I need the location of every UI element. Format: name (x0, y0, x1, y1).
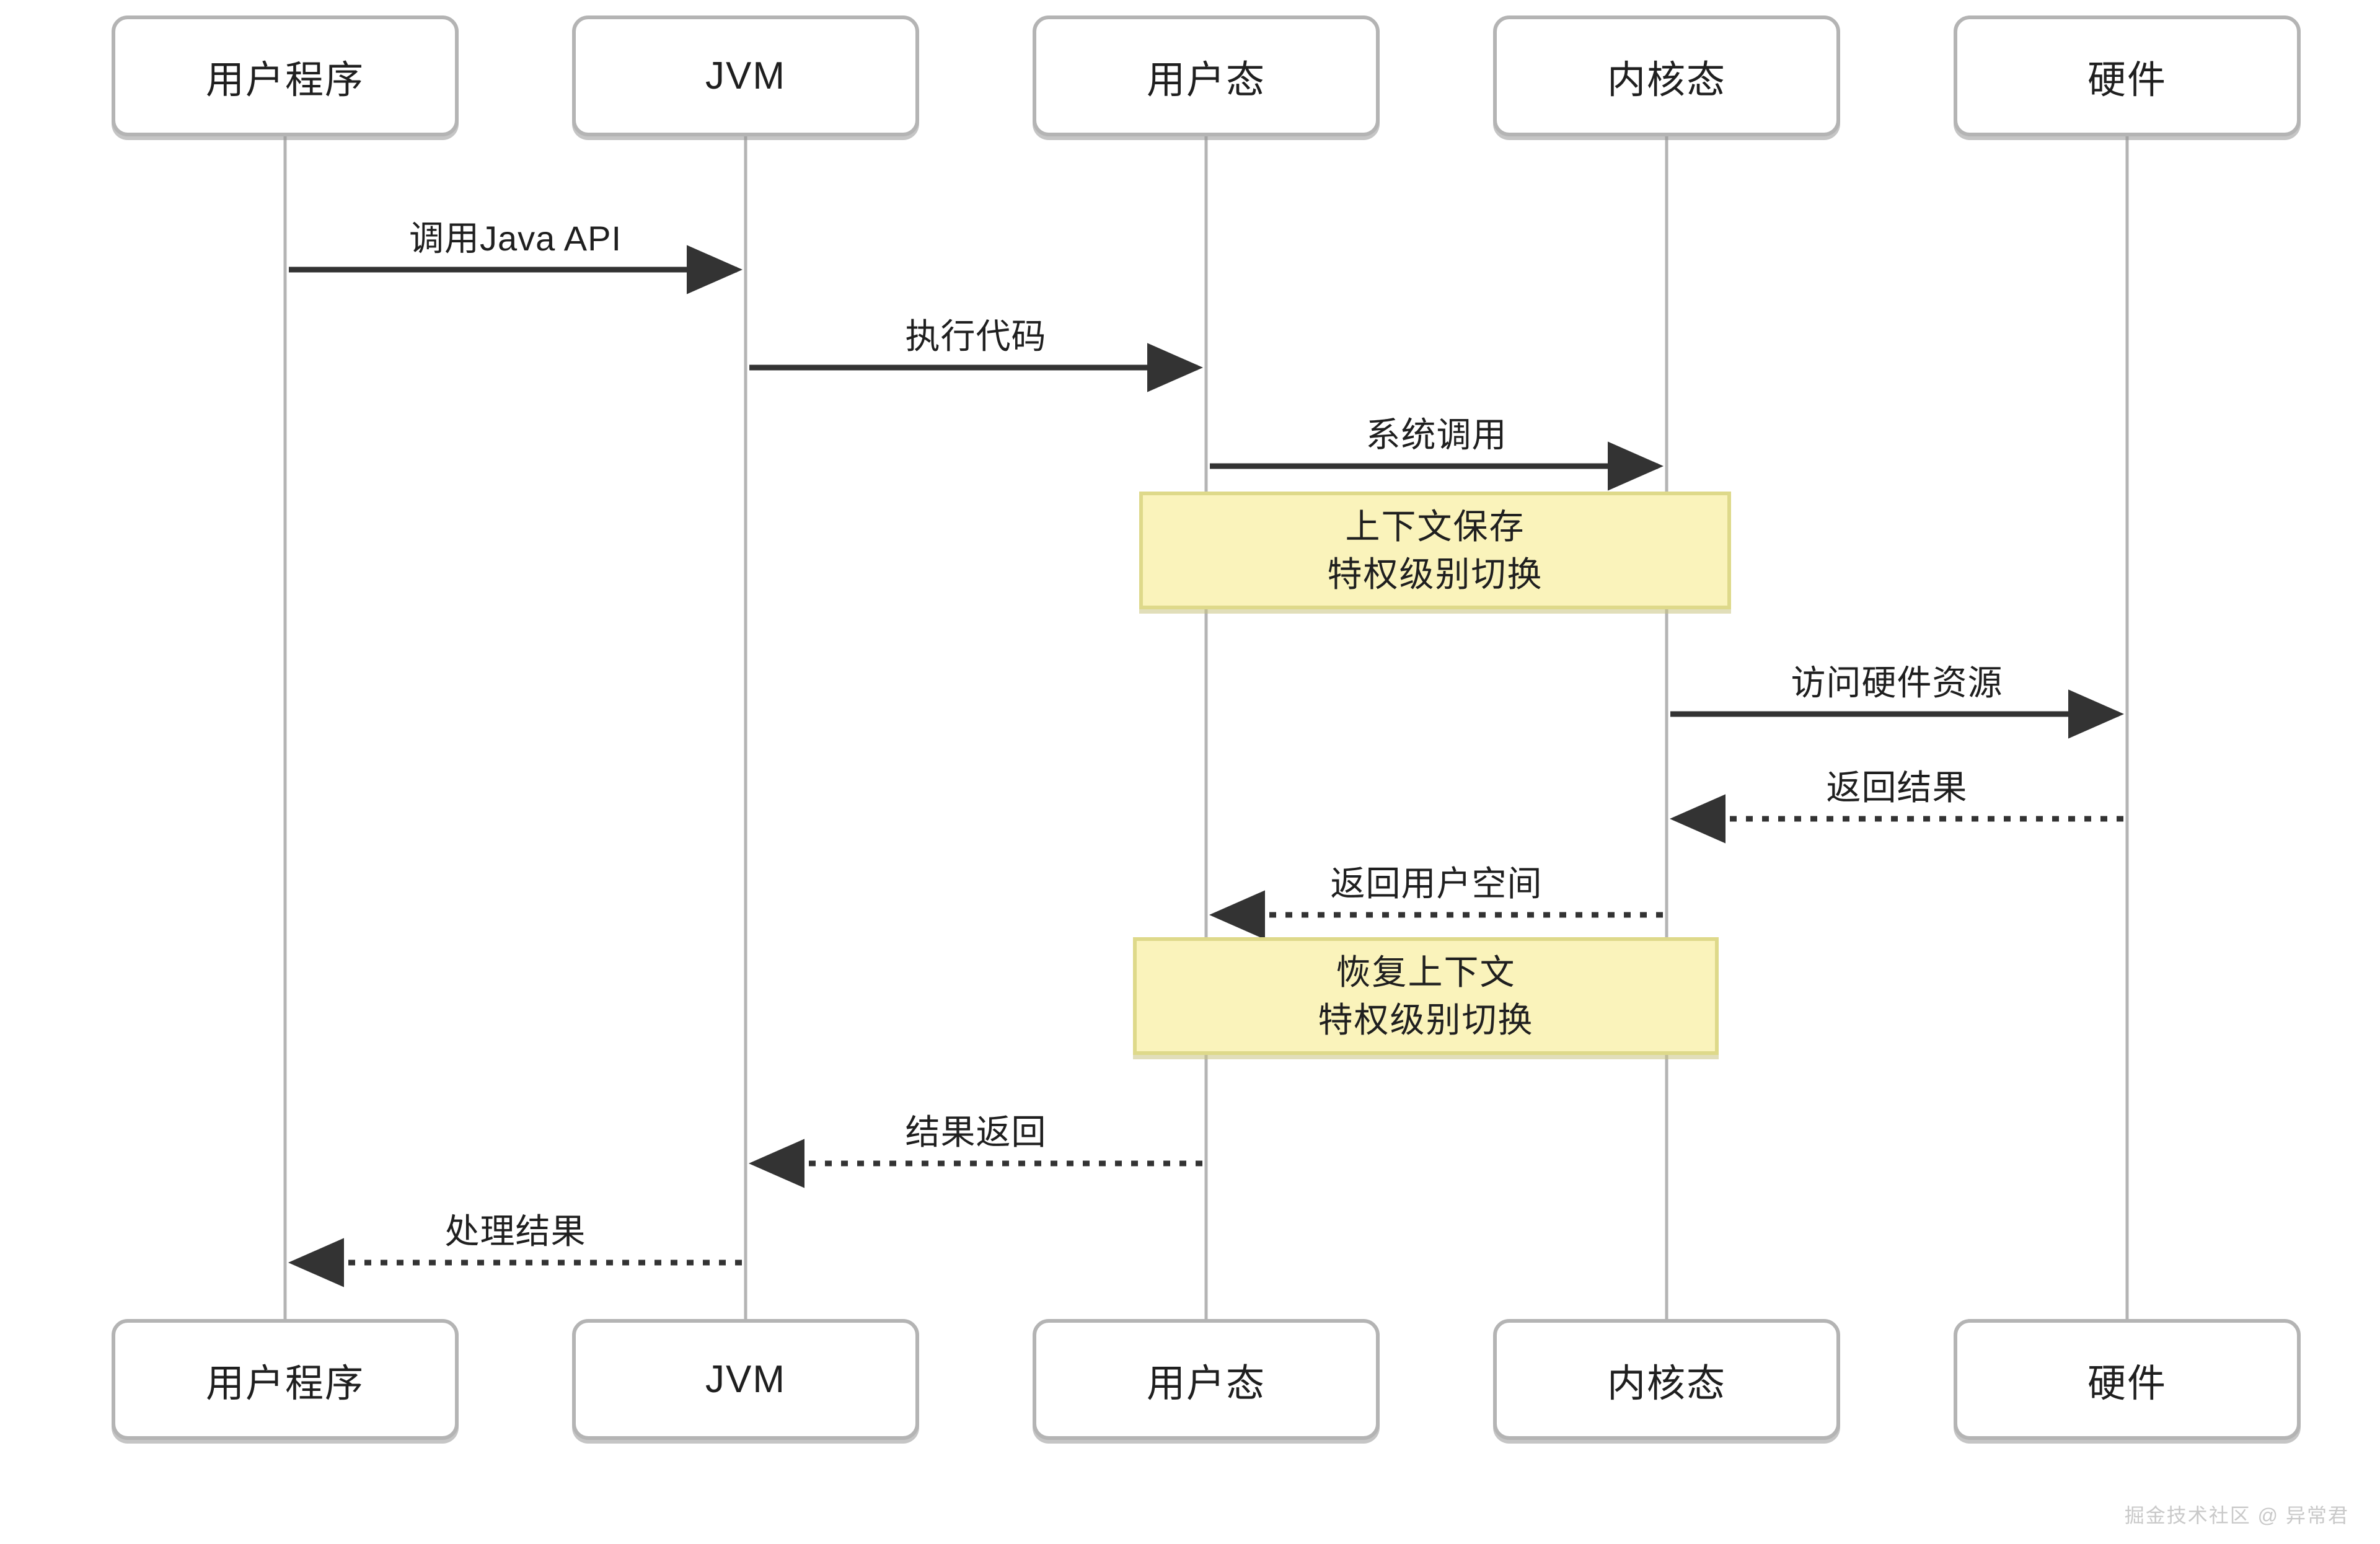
participant-top-user-mode[interactable]: 用户态 (1033, 15, 1380, 136)
message-label-m2: 执行代码 (905, 317, 1047, 356)
participant-top-jvm[interactable]: JVM (572, 15, 919, 136)
participant-label: 用户态 (1146, 1362, 1266, 1405)
participant-top-user-program[interactable]: 用户程序 (112, 15, 459, 136)
message-label-m7: 结果返回 (905, 1113, 1047, 1152)
lifelines-group (283, 136, 2129, 1319)
participant-label: 硬件 (2087, 58, 2167, 102)
participant-label: 内核态 (1606, 58, 1726, 102)
watermark: 掘金技术社区 @ 异常君 (2124, 1504, 2349, 1527)
note-line: 恢复上下文 (1336, 952, 1516, 992)
participant-top-kernel-mode[interactable]: 内核态 (1493, 15, 1840, 136)
note-note-save: 上下文保存特权级别切换 (1139, 492, 1731, 609)
message-label-m3: 系统调用 (1365, 415, 1507, 454)
participant-label: 用户程序 (205, 1362, 364, 1405)
message-label-m6: 返回用户空间 (1330, 864, 1543, 903)
note-note-restore: 恢复上下文特权级别切换 (1133, 937, 1719, 1055)
note-line: 特权级别切换 (1327, 555, 1543, 594)
participant-bottom-kernel-mode[interactable]: 内核态 (1493, 1319, 1840, 1440)
participant-label: 用户态 (1146, 58, 1266, 102)
participant-label: JVM (705, 1358, 786, 1401)
message-label-m8: 处理结果 (444, 1212, 586, 1251)
participant-bottom-jvm[interactable]: JVM (572, 1319, 919, 1440)
participant-label: 硬件 (2087, 1362, 2167, 1405)
message-arrows-group (288, 245, 2124, 1287)
note-line: 上下文保存 (1345, 506, 1525, 546)
participant-top-hardware[interactable]: 硬件 (1954, 15, 2301, 136)
participant-label: 用户程序 (205, 58, 364, 102)
message-label-m5: 返回结果 (1826, 768, 1968, 807)
participant-label: JVM (705, 55, 786, 97)
participant-bottom-hardware[interactable]: 硬件 (1954, 1319, 2301, 1440)
note-line: 特权级别切换 (1318, 1000, 1534, 1039)
participant-bottom-user-mode[interactable]: 用户态 (1033, 1319, 1380, 1440)
message-label-m1: 调用Java API (408, 219, 622, 258)
message-label-m4: 访问硬件资源 (1791, 663, 2003, 702)
participant-bottom-user-program[interactable]: 用户程序 (112, 1319, 459, 1440)
participant-label: 内核态 (1606, 1362, 1726, 1405)
